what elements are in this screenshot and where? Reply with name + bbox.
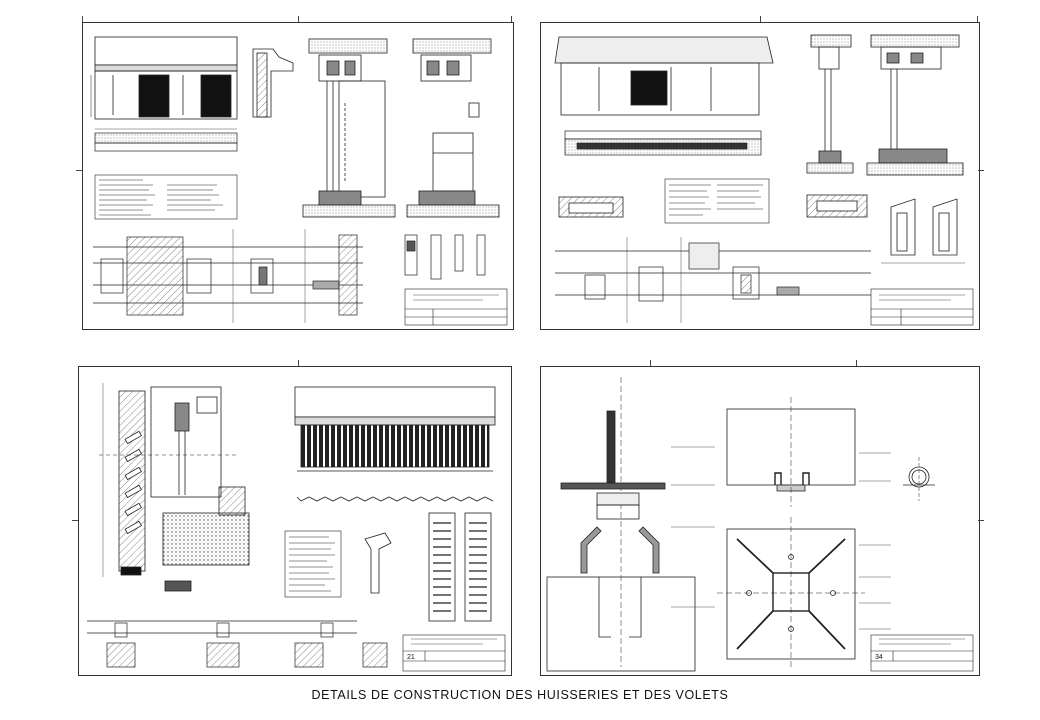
crop-mark (298, 360, 299, 366)
crop-mark (511, 16, 512, 22)
small-profiles (404, 234, 486, 280)
drawing-sheet-top-left (82, 22, 514, 330)
crop-mark (76, 170, 82, 171)
crop-mark (82, 16, 83, 22)
base-plate-plan (717, 517, 891, 667)
sheet-top-left-drawing (90, 36, 508, 326)
figure-caption: DETAILS DE CONSTRUCTION DES HUISSERIES E… (311, 688, 729, 702)
crop-mark (298, 16, 299, 22)
crop-mark (650, 360, 651, 366)
sheet-number-21: 21 (407, 654, 415, 661)
crop-mark (977, 16, 978, 22)
title-block-2 (870, 288, 974, 326)
crop-mark (760, 16, 761, 22)
legend-table-2 (664, 178, 770, 224)
shutter-elevation (294, 386, 496, 502)
hinge-profile (364, 532, 392, 594)
crop-mark (978, 170, 984, 171)
vertical-section-3 (806, 34, 854, 174)
horizontal-details-row (93, 229, 363, 323)
horizontal-details-row-2 (555, 237, 871, 323)
title-block-3 (402, 634, 506, 672)
crop-mark (856, 360, 857, 366)
sheet-top-right-drawing (554, 34, 974, 326)
vertical-section-2 (406, 38, 500, 218)
shop-front-elevation (554, 36, 774, 116)
tube-section (903, 457, 935, 501)
sheet-bottom-left-drawing: 21 (87, 383, 506, 672)
shutter-panels (428, 512, 492, 622)
legend-table-3 (284, 530, 342, 598)
facade-elevation (90, 36, 238, 120)
title-block (404, 288, 508, 326)
column-anchor-section (546, 377, 715, 672)
jamb-profiles (881, 198, 965, 264)
title-block-4 (870, 634, 974, 672)
drawing-sheet-bottom-right: 34 (540, 366, 980, 676)
drawing-sheet-bottom-left: 21 (78, 366, 512, 676)
crop-mark (72, 520, 78, 521)
drawing-sheet-top-right (540, 22, 980, 330)
sheet-number-34: 34 (875, 654, 883, 661)
wall-section-shutter (99, 383, 250, 592)
legend-table (94, 174, 238, 220)
crop-mark (978, 520, 984, 521)
base-plate-elevation (726, 397, 891, 507)
floor-plan-strip (564, 130, 762, 156)
profile-section (252, 48, 294, 118)
lintel-sections (558, 194, 868, 218)
sheet-bottom-right-drawing: 34 (546, 377, 974, 672)
plan-strip (94, 128, 238, 152)
bottom-plan-row (87, 620, 388, 668)
vertical-section-4 (866, 34, 964, 176)
vertical-section-1 (302, 38, 396, 218)
